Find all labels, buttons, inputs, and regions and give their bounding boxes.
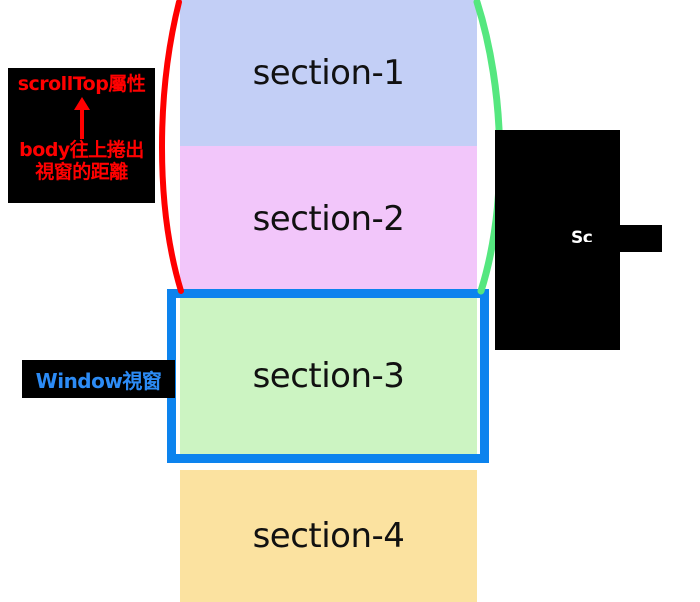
scrollheight-occluder-bar-2	[580, 242, 662, 252]
scrollheight-occluder-bar	[597, 225, 662, 247]
section-1-label: section-1	[252, 53, 405, 93]
section-block-1: section-1	[180, 0, 477, 146]
section-block-3: section-3	[180, 298, 477, 454]
section-3-label: section-3	[252, 356, 405, 396]
callout-window: Window視窗	[22, 360, 175, 398]
scrolltop-description-line2: 視窗的距離	[35, 160, 128, 183]
left-red-arc	[159, 0, 184, 294]
up-arrow-icon	[8, 97, 155, 140]
section-block-2: section-2	[180, 146, 477, 292]
section-2-label: section-2	[252, 199, 405, 239]
scrolltop-attribute-label: scrollTop屬性	[17, 73, 146, 95]
section-block-4: section-4	[180, 470, 477, 602]
callout-scrolltop: scrollTop屬性 body往上捲出 視窗的距離	[8, 68, 155, 203]
window-label: Window視窗	[35, 368, 162, 393]
scrolltop-description-line1: body往上捲出	[19, 139, 144, 162]
section-4-label: section-4	[252, 516, 405, 556]
